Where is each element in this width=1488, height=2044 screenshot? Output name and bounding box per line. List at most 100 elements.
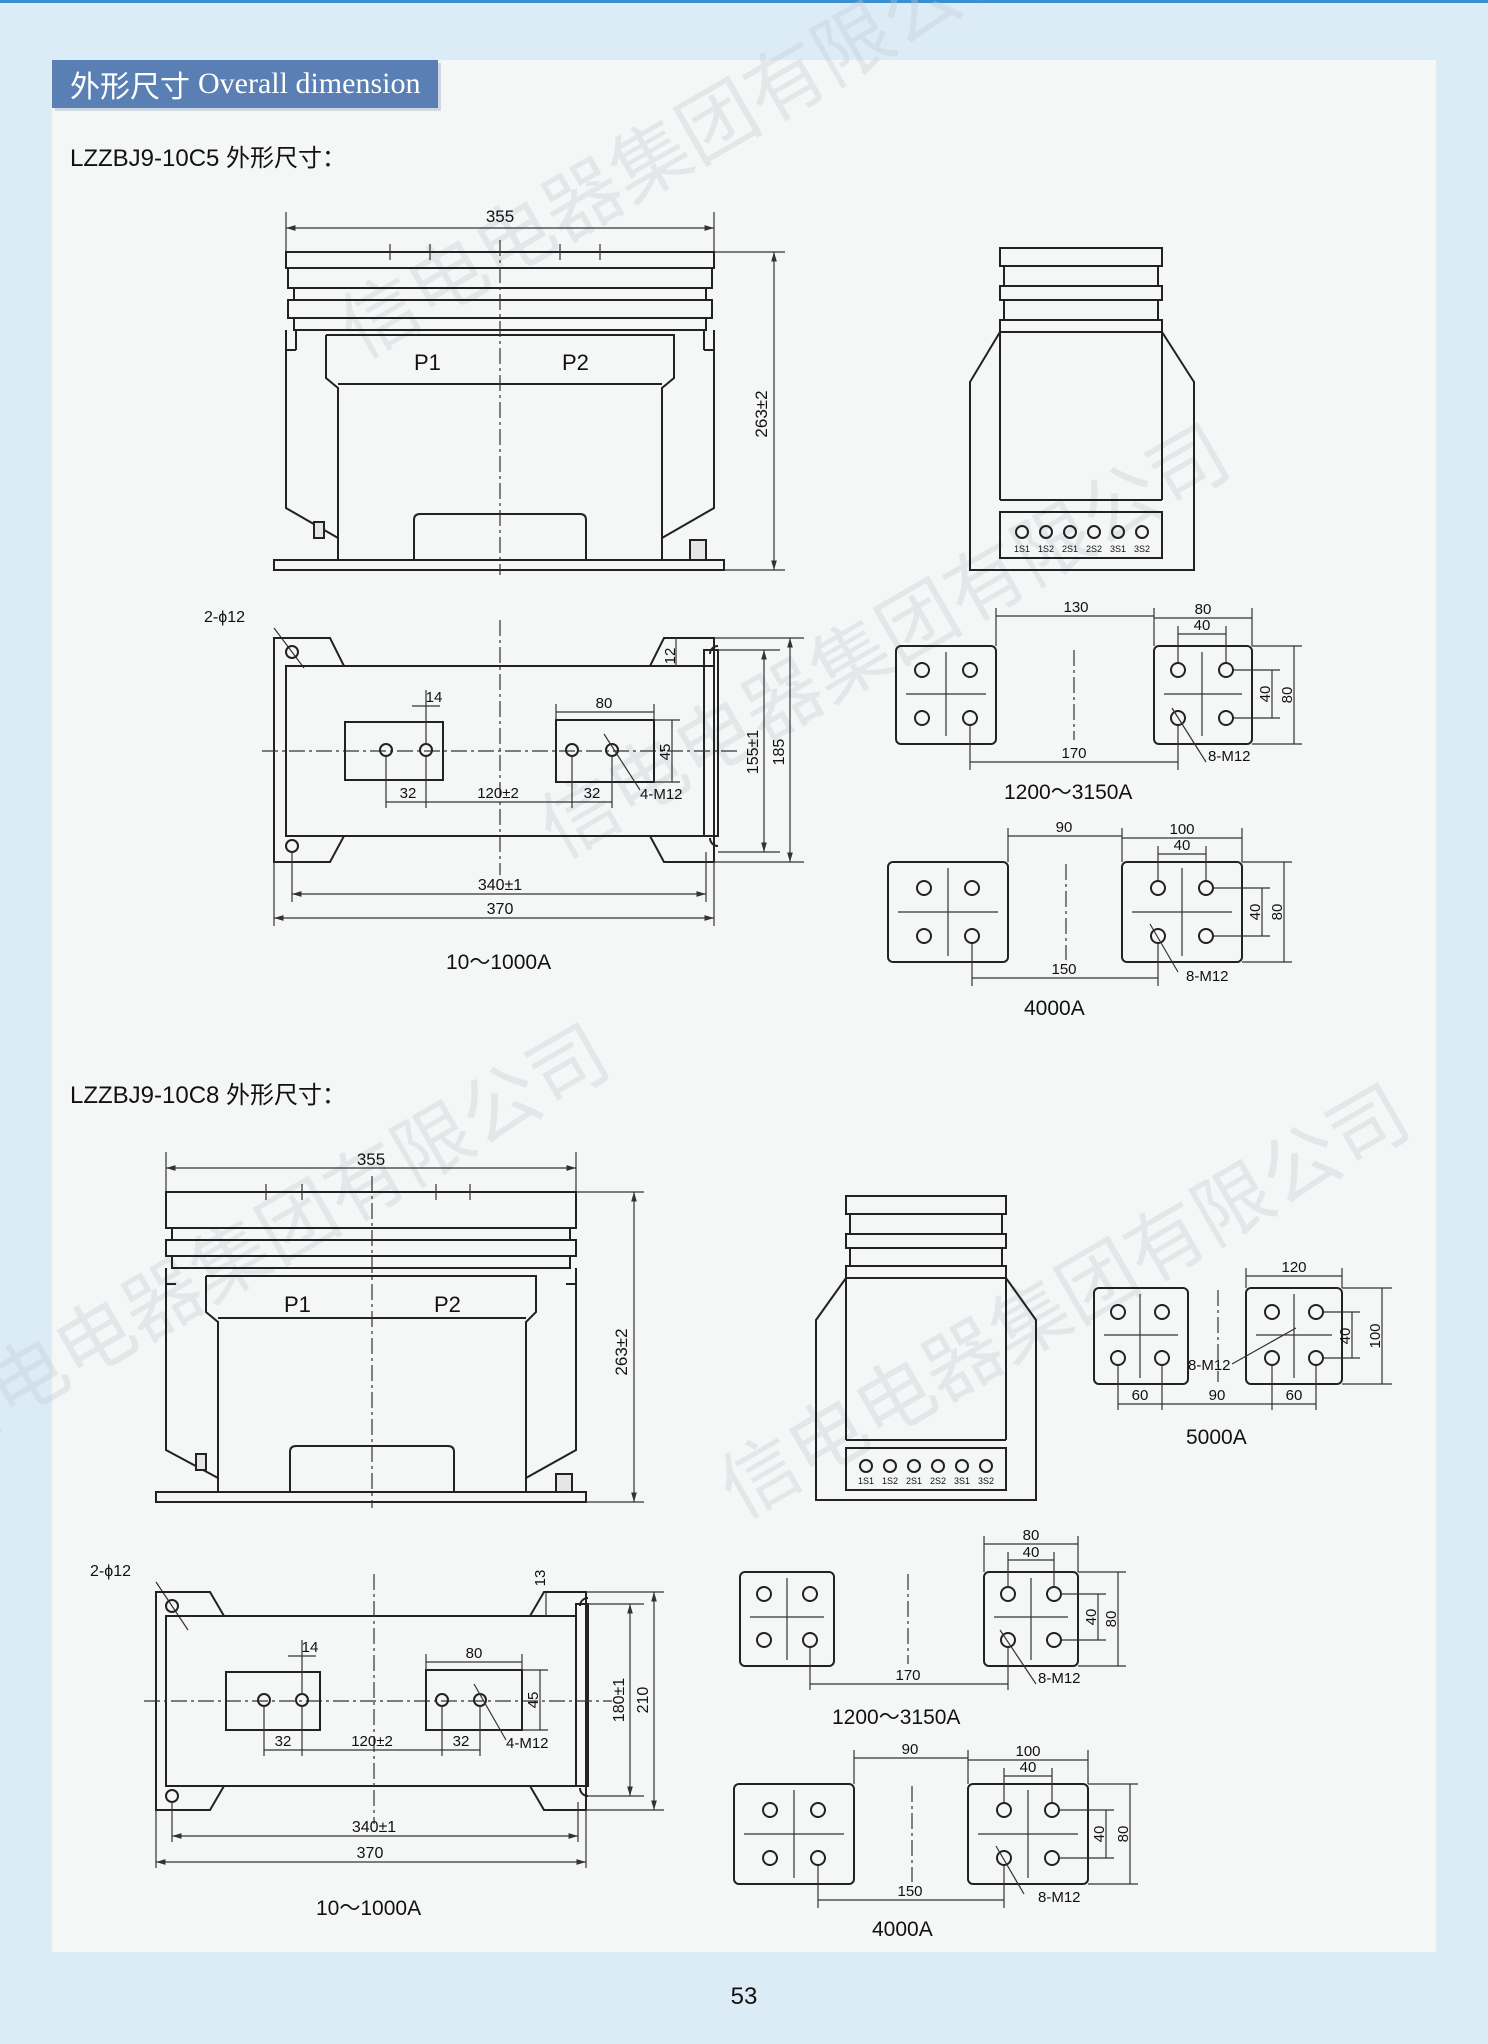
busbar-1200-3150-c5: 130 80 40 40 80 170 8-M12 1200～3150A <box>895 599 1302 804</box>
subtitle-c8: LZZBJ9-10C8 外形尺寸： <box>70 1082 347 1109</box>
dim-150: 150 <box>897 1883 922 1900</box>
label-4m12: 4-M12 <box>640 786 683 803</box>
dim-v40: 40 <box>1083 1609 1100 1626</box>
dim-170: 170 <box>1061 745 1086 762</box>
watermark: 信电电器集团有限公司 信电电器集团有限公司 信电电器集团有限公司 信电电器集团有… <box>0 0 1425 1536</box>
dim-14: 14 <box>302 1639 319 1656</box>
dim-12: 12 <box>662 648 679 665</box>
dim-14: 14 <box>426 689 443 706</box>
caption-10-1000A: 10～1000A <box>446 951 551 974</box>
dim-width: 355 <box>357 1150 385 1169</box>
front-view-c8: 355 P1 P2 263±2 <box>155 1150 644 1508</box>
svg-text:3S1: 3S1 <box>954 1476 970 1486</box>
dim-width: 355 <box>486 207 514 226</box>
dim-90: 90 <box>902 1741 919 1758</box>
svg-text:1S1: 1S1 <box>1014 544 1030 554</box>
label-p1: P1 <box>414 350 441 375</box>
dim-210: 210 <box>635 1687 652 1714</box>
heading-cn: 外形尺寸 <box>70 71 190 104</box>
dim-150: 150 <box>1051 961 1076 978</box>
dim-v40: 40 <box>1337 1328 1354 1345</box>
label-8m12: 8-M12 <box>1186 968 1229 985</box>
busbar-4000-c5: 90 100 40 40 80 150 8-M12 4000A <box>887 819 1292 1020</box>
dim-32a: 32 <box>275 1733 292 1750</box>
svg-text:1S2: 1S2 <box>1038 544 1054 554</box>
dim-120: 120±2 <box>351 1733 393 1750</box>
dim-32a: 32 <box>400 785 417 802</box>
svg-text:3S2: 3S2 <box>978 1476 994 1486</box>
dim-v100: 100 <box>1367 1323 1384 1348</box>
dim-13: 13 <box>532 1570 549 1587</box>
dim-45: 45 <box>657 744 674 761</box>
dim-v80: 80 <box>1269 904 1286 921</box>
caption-1200-3150A: 1200～3150A <box>832 1706 960 1729</box>
dim-180: 180±1 <box>611 1678 628 1722</box>
caption-1200-3150A: 1200～3150A <box>1004 781 1132 804</box>
dim-120: 120±2 <box>477 785 519 802</box>
svg-text:3S2: 3S2 <box>1134 544 1150 554</box>
dim-v40: 40 <box>1257 686 1274 703</box>
dim-340: 340±1 <box>478 877 522 894</box>
caption-4000A: 4000A <box>872 1918 933 1941</box>
label-p2: P2 <box>434 1292 461 1317</box>
label-8m12: 8-M12 <box>1038 1889 1081 1906</box>
dim-100: 100 <box>1169 821 1194 838</box>
top-rule <box>0 0 1488 3</box>
caption-10-1000A: 10～1000A <box>316 1897 421 1920</box>
dim-80: 80 <box>466 1645 483 1662</box>
dim-60a: 60 <box>1132 1387 1149 1404</box>
terminal-block: 1S1 1S2 2S1 2S2 3S1 3S2 <box>858 1459 994 1486</box>
dim-32b: 32 <box>584 785 601 802</box>
busbar-4000-c8: 90 100 40 40 80 150 8-M12 4000A <box>733 1741 1138 1941</box>
dim-v40: 40 <box>1247 904 1264 921</box>
dim-370: 370 <box>487 901 514 918</box>
dim-80: 80 <box>1023 1527 1040 1544</box>
dim-120: 120 <box>1281 1259 1306 1276</box>
svg-text:1S1: 1S1 <box>858 1476 874 1486</box>
dim-40: 40 <box>1020 1759 1037 1776</box>
plan-view-c8: 2-ϕ12 14 80 45 4-M12 <box>90 1563 664 1920</box>
dim-v80: 80 <box>1103 1611 1120 1628</box>
subtitle-c5: LZZBJ9-10C5 外形尺寸： <box>70 145 347 172</box>
side-view-c5: 1S1 1S2 2S1 2S2 3S1 3S2 <box>969 247 1195 571</box>
svg-text:2S2: 2S2 <box>1086 544 1102 554</box>
svg-text:3S1: 3S1 <box>1110 544 1126 554</box>
label-p2: P2 <box>562 350 589 375</box>
dim-height: 263±2 <box>612 1328 631 1375</box>
svg-text:2S1: 2S1 <box>906 1476 922 1486</box>
dim-v80: 80 <box>1279 687 1296 704</box>
dim-32b: 32 <box>453 1733 470 1750</box>
dim-60b: 60 <box>1286 1387 1303 1404</box>
dim-340: 340±1 <box>352 1819 396 1836</box>
dim-holes: 2-ϕ12 <box>204 609 245 626</box>
dim-80: 80 <box>1195 601 1212 618</box>
dim-v40: 40 <box>1091 1826 1108 1843</box>
front-view-c5: 355 P1 P2 <box>273 207 785 575</box>
svg-text:信电电器集团有限公司: 信电电器集团有限公司 <box>325 0 1046 376</box>
busbar-1200-3150-c8: 80 40 40 80 170 8-M12 1200～3150A <box>739 1527 1126 1729</box>
dim-height: 263±2 <box>752 390 771 437</box>
caption-4000A: 4000A <box>1024 997 1085 1020</box>
dim-holes: 2-ϕ12 <box>90 1563 131 1580</box>
heading-en: Overall dimension <box>198 67 421 100</box>
dim-90: 90 <box>1209 1387 1226 1404</box>
dim-370: 370 <box>357 1845 384 1862</box>
dim-40: 40 <box>1174 837 1191 854</box>
section-heading: 外形尺寸 Overall dimension <box>52 60 439 108</box>
dim-170: 170 <box>895 1667 920 1684</box>
dim-90: 90 <box>1056 819 1073 836</box>
caption-5000A: 5000A <box>1186 1426 1247 1449</box>
dim-40: 40 <box>1194 617 1211 634</box>
svg-text:2S2: 2S2 <box>930 1476 946 1486</box>
dim-80: 80 <box>596 695 613 712</box>
label-4m12: 4-M12 <box>506 1735 549 1752</box>
side-view-c8: 1S1 1S2 2S1 2S2 3S1 3S2 <box>815 1195 1037 1501</box>
dim-40: 40 <box>1023 1544 1040 1561</box>
label-p1: P1 <box>284 1292 311 1317</box>
label-8m12: 8-M12 <box>1038 1670 1081 1687</box>
dim-45: 45 <box>525 1692 542 1709</box>
page-number: 53 <box>730 1983 758 2010</box>
content-panel <box>52 60 1436 1952</box>
